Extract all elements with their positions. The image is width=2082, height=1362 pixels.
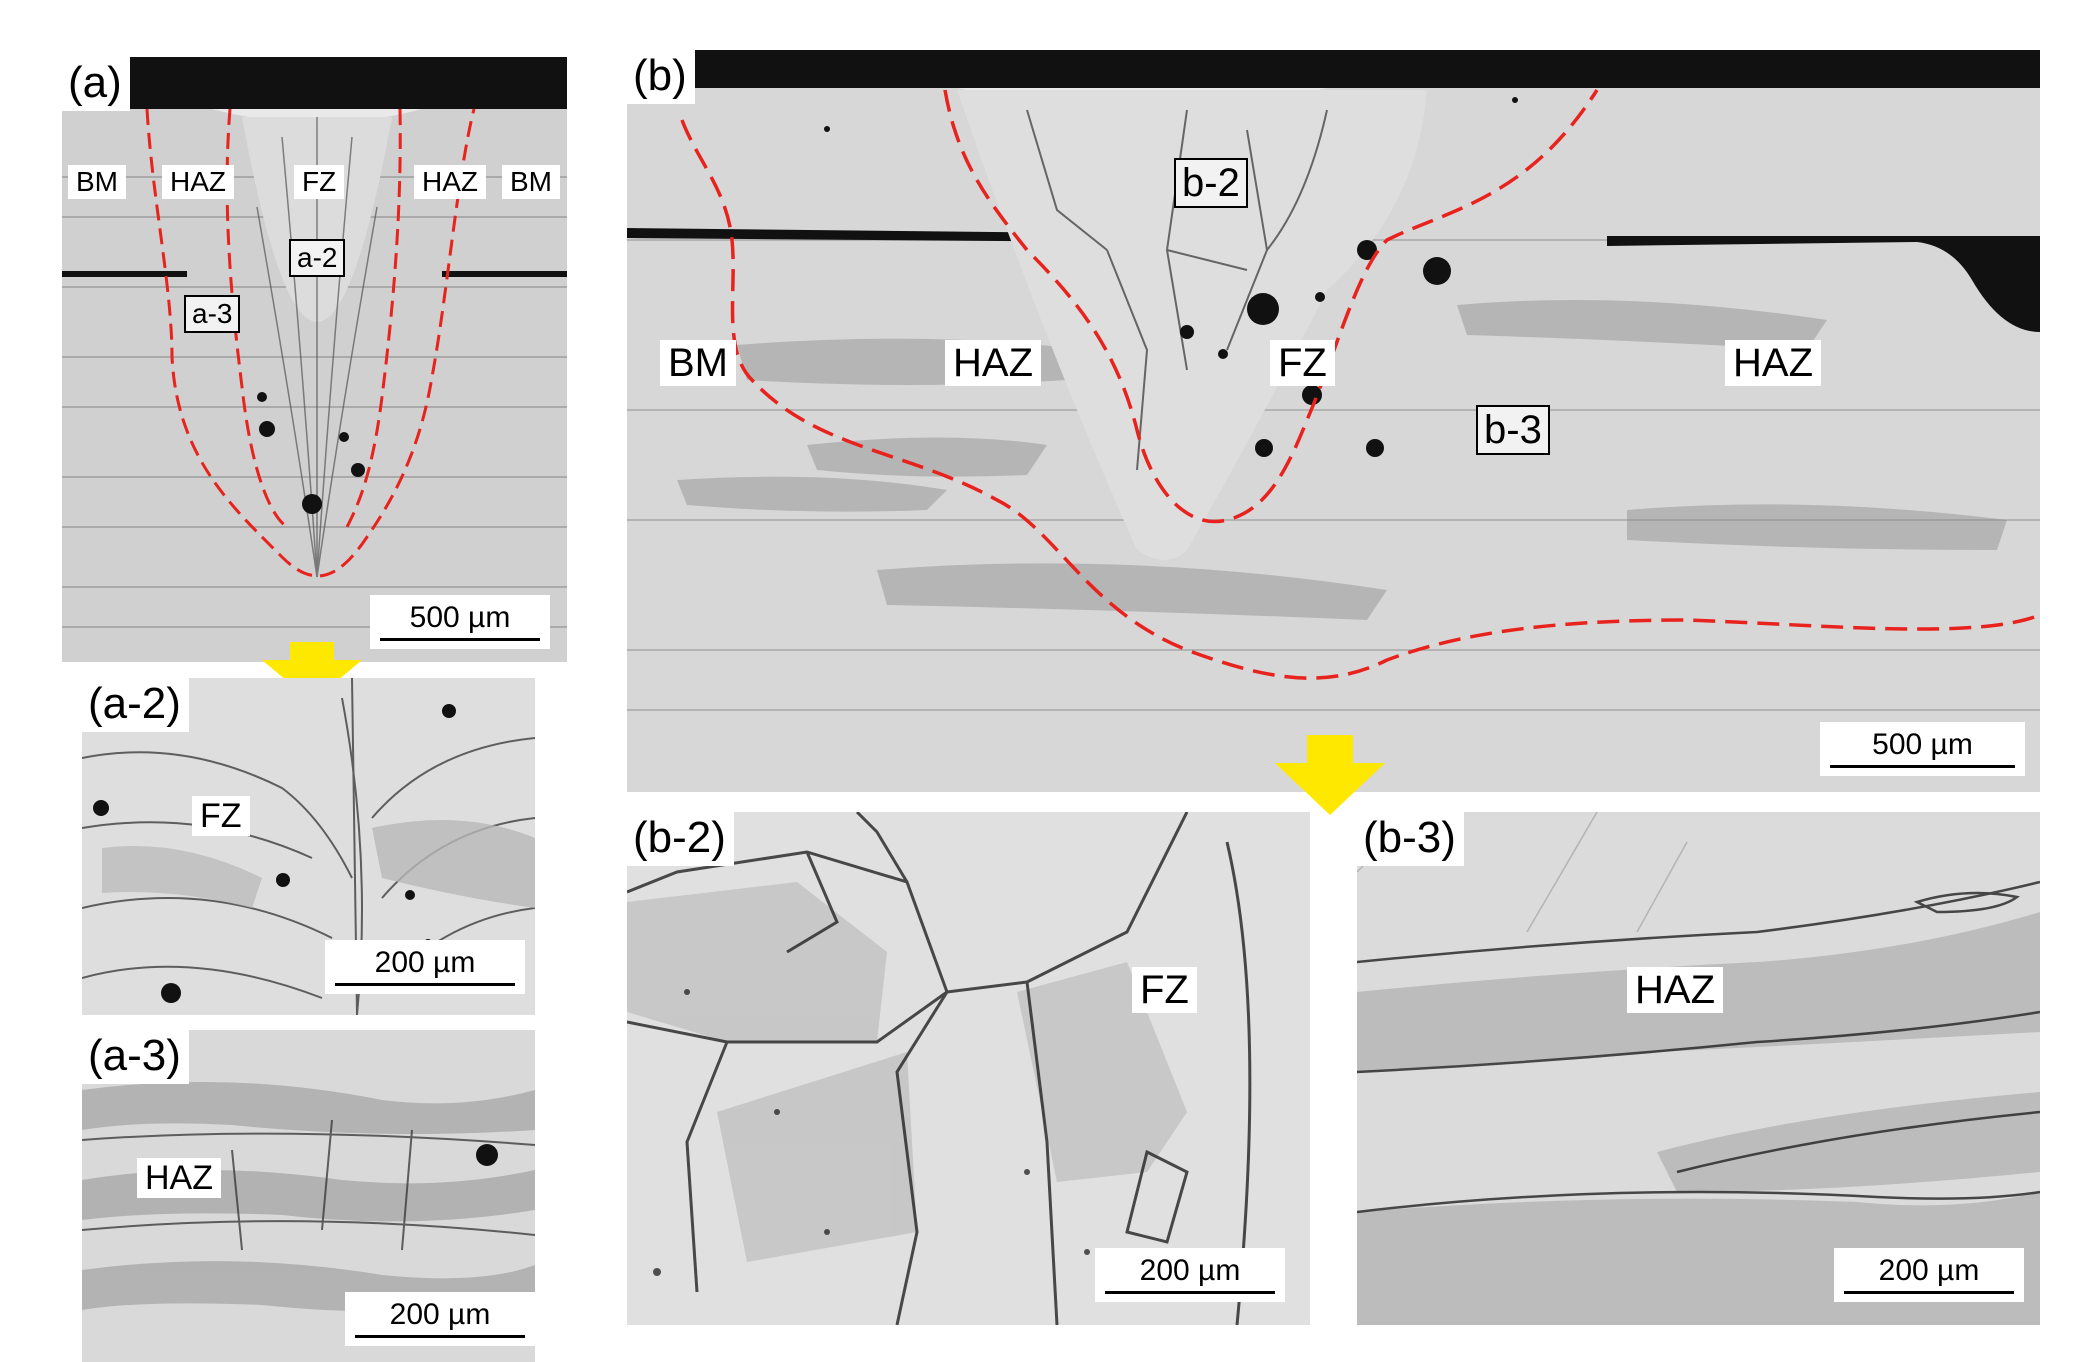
scale-bar-a: 500 µm (370, 595, 550, 649)
scale-bar-b-text: 500 µm (1872, 728, 1973, 761)
scale-bar-a2-line (335, 983, 515, 986)
scale-bar-b: 500 µm (1820, 722, 2025, 776)
panel-a-texture (62, 57, 567, 662)
panel-a2-micrograph: (a-2) FZ 200 µm (82, 678, 535, 1015)
scale-bar-b2-line (1105, 1291, 1275, 1294)
scale-bar-b3-text: 200 µm (1878, 1254, 1980, 1287)
scale-bar-a3: 200 µm (345, 1292, 535, 1346)
panel-a2-label: (a-2) (82, 678, 189, 732)
panel-b2-texture (627, 812, 1310, 1325)
zone-label-b-bm: BM (660, 340, 736, 386)
panel-a3-label: (a-3) (82, 1030, 189, 1084)
panel-a-micrograph: (a) BM HAZ FZ HAZ BM a-2 a-3 500 µm (62, 57, 567, 662)
zone-label-a2-fz: FZ (192, 796, 250, 836)
panel-b3-label: (b-3) (1357, 812, 1464, 866)
zone-label-bm-right: BM (502, 165, 560, 199)
zone-label-haz-left: HAZ (162, 165, 234, 199)
scale-bar-b-line (1830, 765, 2015, 768)
region-box-a2: a-2 (289, 239, 346, 277)
scale-bar-a-line (380, 638, 540, 641)
scale-bar-a3-text: 200 µm (389, 1298, 491, 1331)
zone-label-a3-haz: HAZ (137, 1158, 221, 1198)
scale-bar-b2: 200 µm (1095, 1248, 1285, 1302)
panel-a3-micrograph: (a-3) HAZ 200 µm (82, 1030, 535, 1362)
zone-label-b-haz-left: HAZ (945, 340, 1041, 386)
scale-bar-b2-text: 200 µm (1139, 1254, 1241, 1287)
scale-bar-a3-line (355, 1335, 525, 1338)
panel-b2-micrograph: (b-2) FZ 200 µm (627, 812, 1310, 1325)
zone-label-bm-left: BM (68, 165, 126, 199)
arrow-down-icon (262, 642, 362, 702)
panel-b-texture (627, 50, 2040, 792)
scale-bar-a2: 200 µm (325, 940, 525, 994)
panel-b-micrograph: (b) BM HAZ FZ HAZ b-2 b-3 500 µm (627, 50, 2040, 792)
region-box-b3: b-3 (1476, 405, 1550, 455)
scale-bar-a-text: 500 µm (409, 601, 511, 634)
region-box-b2: b-2 (1174, 158, 1248, 208)
panel-b-label: (b) (627, 50, 695, 104)
scale-bar-a2-text: 200 µm (374, 946, 476, 979)
zone-label-b2-fz: FZ (1132, 967, 1197, 1013)
zone-label-haz-right: HAZ (414, 165, 486, 199)
arrow-down-icon (1275, 735, 1385, 815)
region-box-a3: a-3 (184, 295, 241, 333)
panel-b2-label: (b-2) (627, 812, 734, 866)
panel-b3-micrograph: (b-3) HAZ 200 µm (1357, 812, 2040, 1325)
zone-label-fz: FZ (294, 165, 345, 199)
scale-bar-b3: 200 µm (1834, 1248, 2024, 1302)
scale-bar-b3-line (1844, 1291, 2014, 1294)
zone-label-b-haz-right: HAZ (1725, 340, 1821, 386)
zone-label-b-fz: FZ (1270, 340, 1335, 386)
panel-a-label: (a) (62, 57, 130, 111)
zone-label-b3-haz: HAZ (1627, 967, 1723, 1013)
